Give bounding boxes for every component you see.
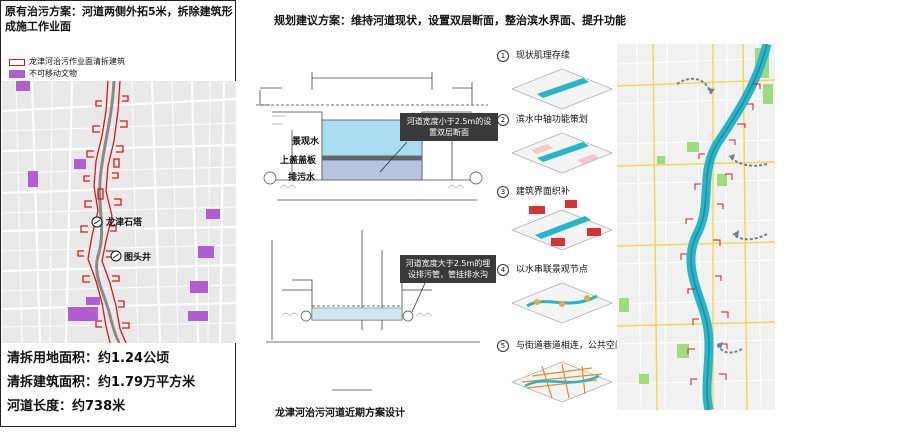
step-label: 以水串联景观节点	[515, 265, 588, 275]
street-connection-diagram	[511, 361, 613, 403]
narrow-river-callout: 河道宽度小于2.5m的设置双层断面	[400, 113, 498, 141]
original-plan-title: 原有治污方案：河道两侧外拓5米，拆除建筑形成施工作业面	[5, 5, 233, 33]
proposed-plan-map	[617, 44, 775, 410]
proposed-plan-title: 规划建议方案：维持河道现状，设置双层断面，整治滨水界面、提升功能	[274, 14, 626, 27]
step-item: 5 与街道巷道相连，公共空间整体升级	[497, 338, 660, 352]
step-item: 1 现状肌理存续	[497, 48, 570, 62]
near-term-design-caption: 龙津河治污河道近期方案设计	[275, 408, 405, 419]
stat-land-area: 清拆用地面积：约1.24公顷	[7, 351, 170, 366]
texture-continuation-diagram	[511, 68, 613, 110]
waterfront-function-diagram	[511, 132, 613, 174]
stat-river-length: 河道长度：约738米	[7, 399, 126, 414]
sewage-water-label: 排污水	[288, 171, 316, 183]
step-number-badge: 5	[497, 339, 509, 352]
original-plan-panel: 原有治污方案：河道两侧外拓5米，拆除建筑形成施工作业面 龙津河治污作业面清拆建筑…	[0, 0, 236, 427]
demolition-stats: 清拆用地面积：约1.24公顷 清拆建筑面积：约1.79万平方米 河道长度：约73…	[7, 347, 195, 419]
legend-item-demolish: 龙津河治污作业面清拆建筑	[9, 56, 125, 68]
step-label: 建筑界面织补	[515, 187, 570, 197]
red-outline-swatch-icon	[9, 58, 25, 66]
purple-fill-swatch-icon	[9, 70, 25, 78]
step-label: 现状肌理存续	[515, 51, 570, 61]
building-infill-diagram	[511, 200, 613, 251]
step-item: 3 建筑界面织补	[497, 184, 570, 198]
flow-arrow-icon	[732, 233, 768, 241]
step-number-badge: 2	[497, 113, 509, 126]
well-label: 图头井	[124, 251, 151, 263]
stat-building-area: 清拆建筑面积：约1.79万平方米	[7, 375, 196, 390]
step-label: 滨水中轴功能策划	[515, 115, 588, 125]
river-path	[95, 81, 121, 343]
legend-label-relic: 不可移动文物	[29, 69, 77, 78]
legend: 龙津河治污作业面清拆建筑 不可移动文物	[9, 56, 125, 80]
water-link-nodes-diagram	[511, 282, 613, 324]
flow-arrow-icon	[716, 343, 743, 354]
legend-item-relic: 不可移动文物	[9, 68, 125, 80]
step-number-badge: 4	[497, 263, 509, 276]
flow-arrow-icon	[676, 77, 712, 95]
wide-river-callout: 河道宽度大于2.5m的埋设排污管，管挂排水沟	[400, 255, 496, 283]
pagoda-label: 龙津石塔	[105, 216, 143, 228]
original-plan-map: 龙津石塔 图头井	[2, 81, 236, 343]
step-label: 与街道巷道相连，公共空间整体升级	[515, 341, 660, 351]
scenery-water-label: 景观水	[292, 135, 320, 147]
sewer-pipe-section-diagram	[266, 230, 480, 391]
step-item: 2 滨水中轴功能策划	[497, 112, 588, 126]
step-number-badge: 1	[497, 49, 509, 62]
step-item: 4 以水串联景观节点	[497, 262, 588, 276]
legend-label-demolish: 龙津河治污作业面清拆建筑	[29, 57, 125, 66]
cover-plate-label: 上盖盖板	[280, 154, 317, 166]
step-number-badge: 3	[497, 185, 509, 198]
